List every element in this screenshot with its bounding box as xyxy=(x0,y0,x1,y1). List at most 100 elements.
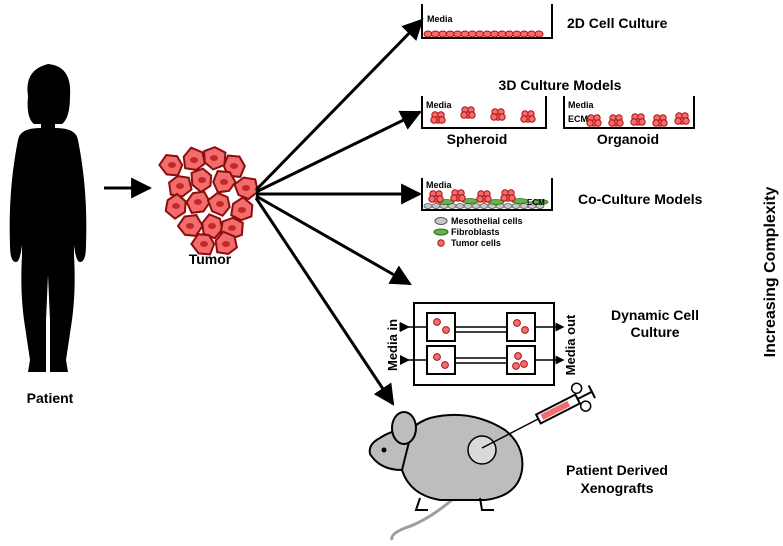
culture-2d-title: 2D Cell Culture xyxy=(567,15,668,31)
tumor-cell xyxy=(428,195,436,203)
monolayer-cell xyxy=(490,30,500,38)
legend-fibroblasts: Fibroblasts xyxy=(451,227,500,237)
tumor-nucleus xyxy=(238,207,246,213)
spheroid-label: Spheroid xyxy=(447,131,508,147)
mesothelial-cell xyxy=(479,203,489,209)
arrow-to-dynamic xyxy=(255,194,412,286)
coculture-legend: Mesothelial cells Fibroblasts Tumor cell… xyxy=(433,216,523,248)
chamber-cell xyxy=(521,326,529,334)
tumor-cell xyxy=(484,195,492,203)
dynamic-title-line1: Dynamic Cell xyxy=(611,307,699,323)
arrow-to-2d xyxy=(254,18,424,192)
chamber-cell xyxy=(441,361,449,369)
mesothelial-cell xyxy=(471,203,481,209)
monolayer-cells xyxy=(423,30,544,38)
tumor-nucleus xyxy=(172,203,180,209)
media-in-label: Media in xyxy=(385,319,400,371)
tumor-cell xyxy=(476,195,484,203)
dynamic-title-line2: Culture xyxy=(631,324,680,340)
tumor-cell xyxy=(458,194,466,202)
tumor-cell xyxy=(508,194,516,202)
tumor-nucleus xyxy=(230,163,238,169)
tumor-nucleus xyxy=(242,185,250,191)
legend-mesothelial: Mesothelial cells xyxy=(451,216,523,226)
mesothelial-cell xyxy=(503,203,513,209)
spheroid xyxy=(520,115,528,123)
legend-tumor-cells: Tumor cells xyxy=(451,238,501,248)
chamber-cells xyxy=(433,318,529,370)
chamber-cell xyxy=(512,362,520,370)
chamber-cell xyxy=(520,360,528,368)
tumor-cluster-icon xyxy=(158,146,260,256)
organoid xyxy=(586,119,594,127)
pdx-title-line1: Patient Derived xyxy=(566,462,668,478)
tumor-nucleus xyxy=(222,241,230,247)
organoid-ecm-label: ECM xyxy=(568,114,588,124)
tumor-nucleus xyxy=(186,223,194,229)
pdx-title-line2: Xenografts xyxy=(580,480,653,496)
coculture-dish xyxy=(421,178,553,211)
coculture-ecm-label: ECM xyxy=(527,198,545,207)
spheroid-media-label: Media xyxy=(426,100,453,110)
tumor-nucleus xyxy=(198,177,206,183)
mesothelial-cell xyxy=(511,203,521,209)
spheroid-cells xyxy=(430,106,536,124)
media-out-label: Media out xyxy=(563,314,578,375)
branch-arrows xyxy=(254,18,424,406)
monolayer-cell xyxy=(497,30,507,38)
monolayer-cell xyxy=(423,30,433,38)
tumor-cell-swatch xyxy=(437,239,445,247)
organoid-cells xyxy=(586,112,690,127)
organoid-media-label: Media xyxy=(568,100,595,110)
spheroid xyxy=(468,111,476,119)
patient-silhouette-icon xyxy=(9,64,87,372)
patient-label: Patient xyxy=(27,390,74,406)
mesothelial-cell xyxy=(423,203,433,209)
organoid xyxy=(616,119,624,127)
culture-2d-dish xyxy=(421,4,553,39)
coculture-media-label: Media xyxy=(426,180,453,190)
spheroid xyxy=(430,116,438,124)
mesothelial-cell xyxy=(431,203,441,209)
chamber-cell xyxy=(433,353,441,361)
spheroid xyxy=(528,115,536,123)
monolayer-cell xyxy=(519,30,529,38)
spheroid xyxy=(460,111,468,119)
spheroid xyxy=(438,116,446,124)
monolayer-cell xyxy=(512,30,522,38)
culture-3d-title: 3D Culture Models xyxy=(499,77,622,93)
coculture-cells xyxy=(423,189,549,209)
tumor-nucleus xyxy=(216,201,224,207)
chamber-cell xyxy=(514,352,522,360)
tumor-cell xyxy=(450,194,458,202)
tumor-nucleus xyxy=(208,223,216,229)
fibroblast-cell xyxy=(531,199,549,205)
monolayer-cell xyxy=(430,30,440,38)
chamber-cell xyxy=(513,319,521,327)
arrow-to-3d xyxy=(255,110,422,194)
organoid-dish xyxy=(563,96,695,129)
monolayer-cell xyxy=(534,30,544,38)
tumor-nucleus xyxy=(194,199,202,205)
tumor-nucleus xyxy=(168,162,176,168)
organoid-label: Organoid xyxy=(597,131,659,147)
organoid xyxy=(660,119,668,127)
monolayer-cell xyxy=(438,30,448,38)
chamber-cell xyxy=(442,326,450,334)
dynamic-chip xyxy=(399,302,565,386)
fibroblast-swatch xyxy=(433,228,449,236)
spheroid xyxy=(490,113,498,121)
tumor-nucleus xyxy=(210,155,218,161)
tumor-nucleus xyxy=(228,225,236,231)
monolayer-cell xyxy=(467,30,477,38)
organoid xyxy=(594,119,602,127)
monolayer-cell xyxy=(482,30,492,38)
organoid xyxy=(630,118,638,126)
organoid xyxy=(608,119,616,127)
tumor-nucleus xyxy=(190,157,198,163)
tumor-nucleus xyxy=(220,179,228,185)
coculture-title: Co-Culture Models xyxy=(578,191,703,207)
tumor-label: Tumor xyxy=(189,251,232,267)
tumor-cell xyxy=(436,195,444,203)
